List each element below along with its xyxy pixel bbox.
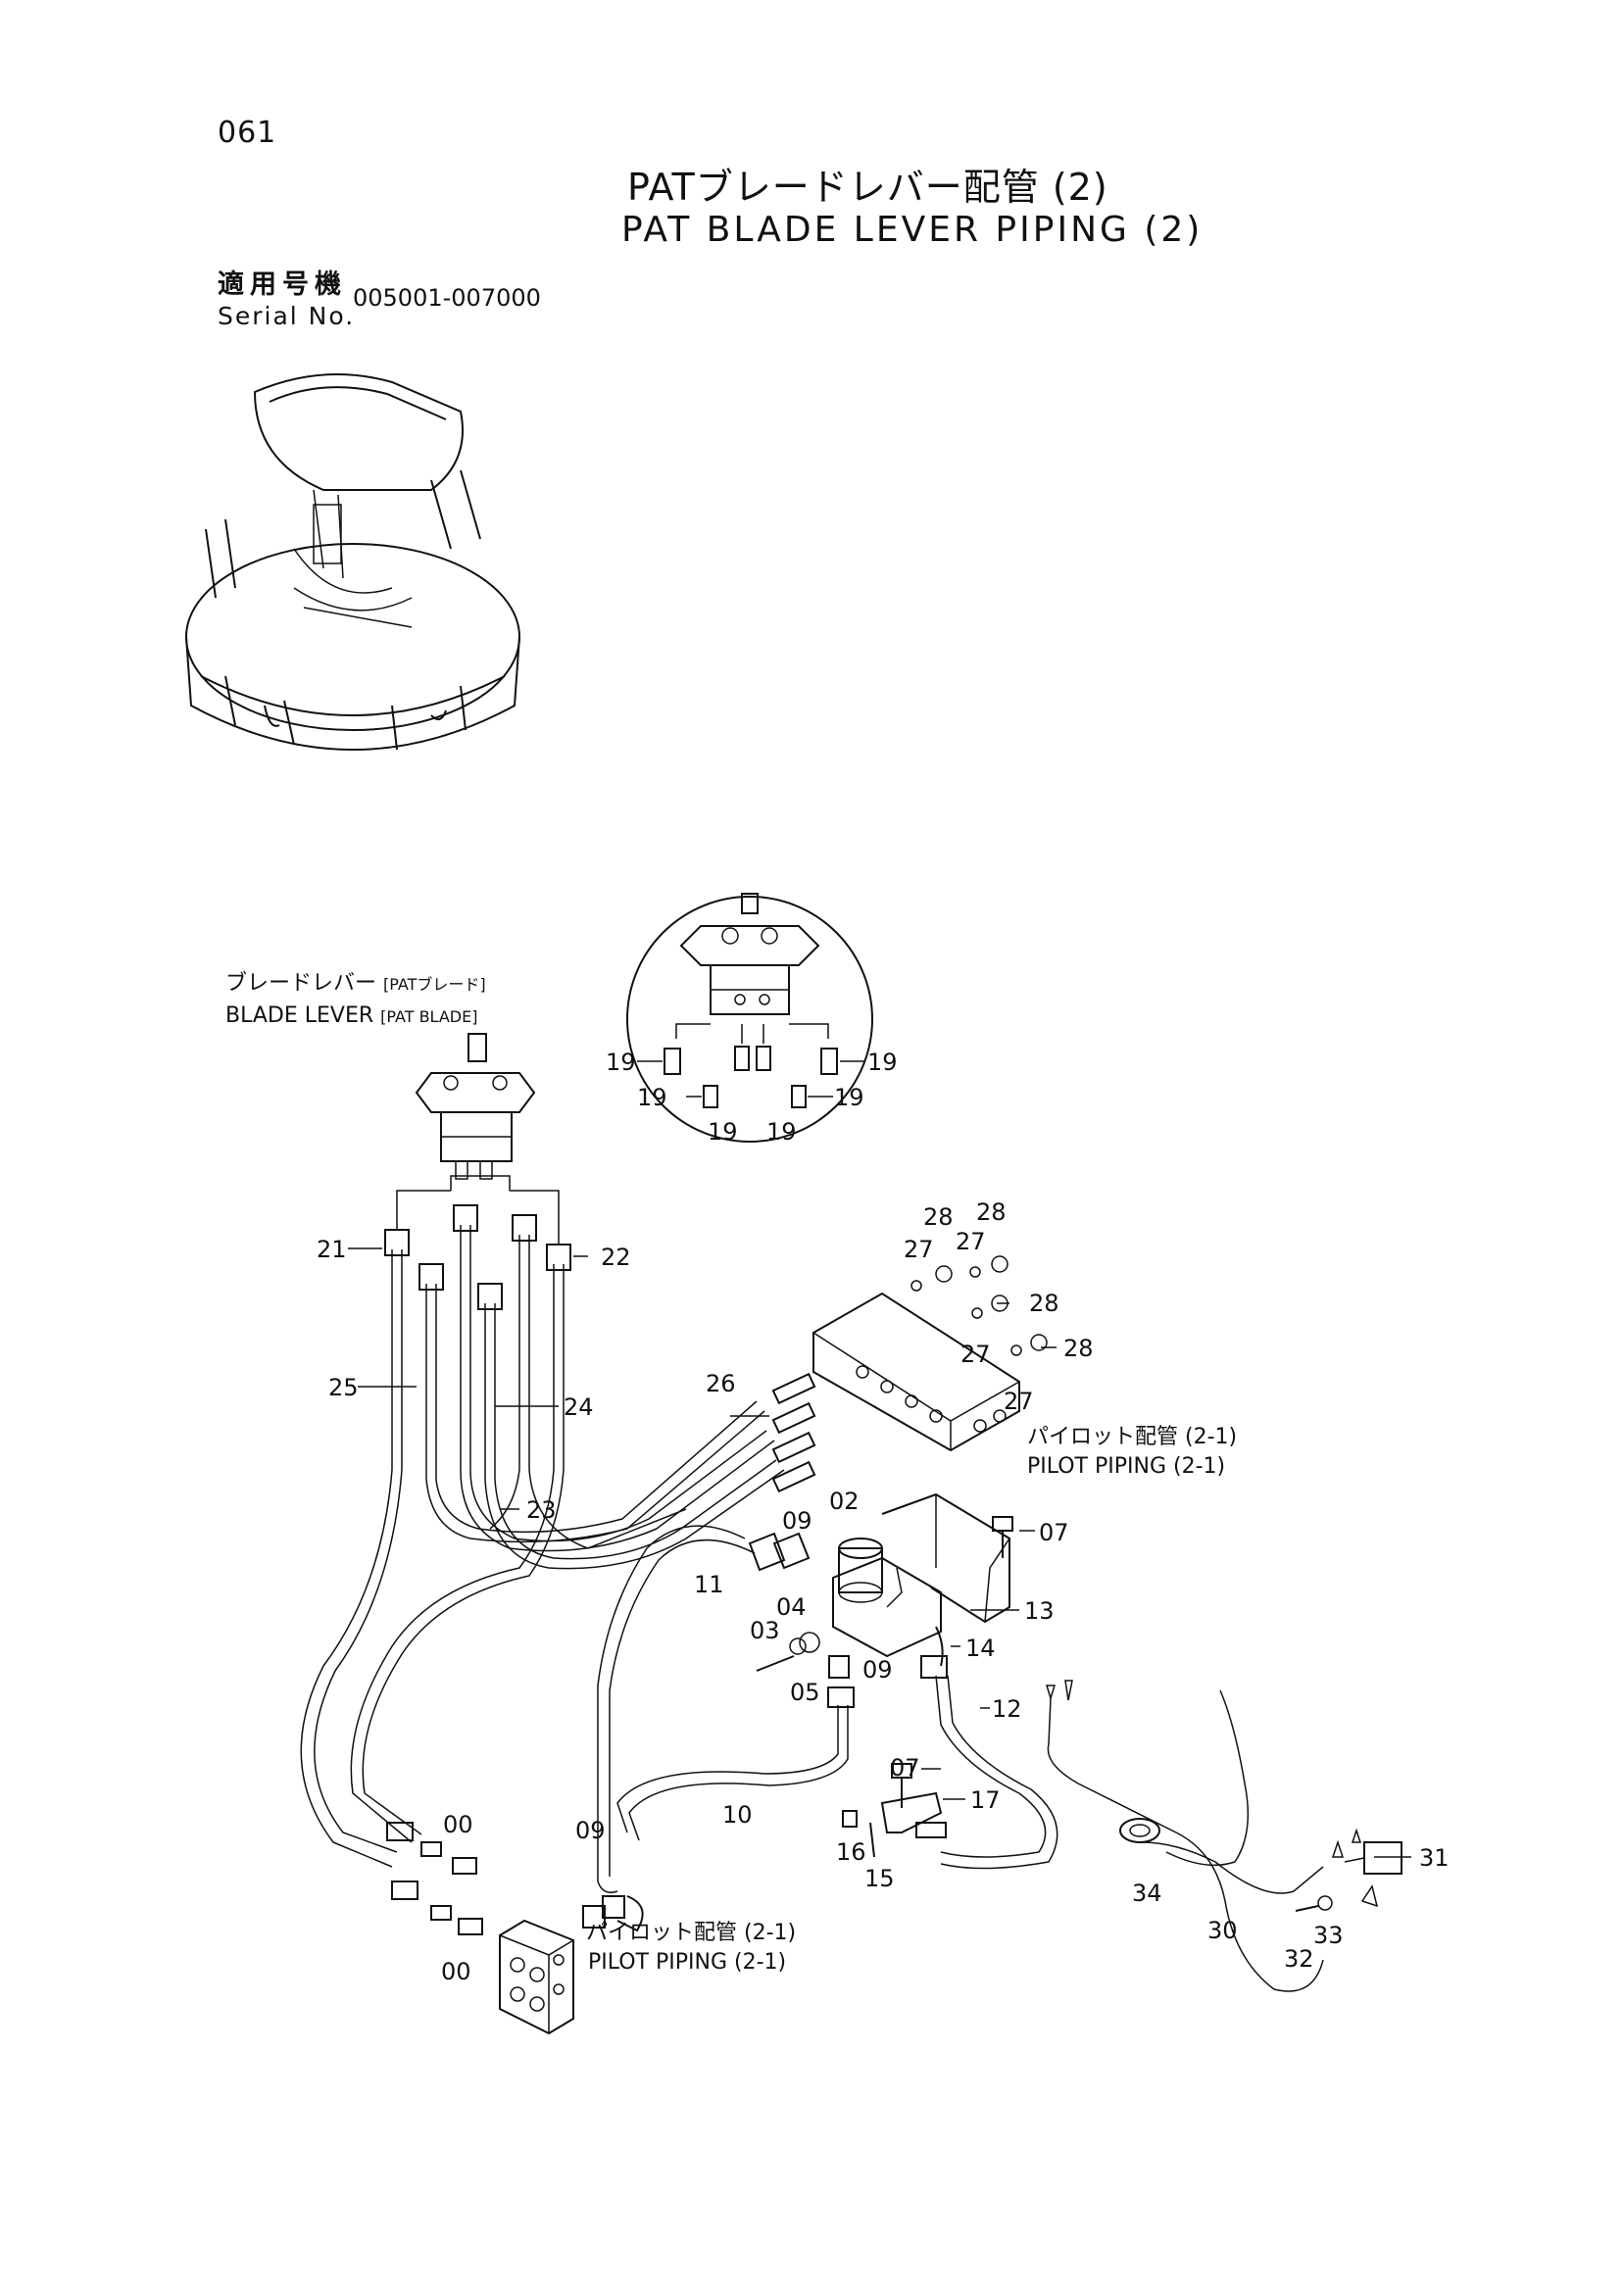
- callout-27: 27: [904, 1236, 934, 1263]
- callout-27: 27: [960, 1341, 991, 1368]
- callout-12: 12: [992, 1695, 1022, 1723]
- blade-lever-label-jp: ブレードレバー [PATブレード]: [225, 965, 486, 997]
- callout-25: 25: [328, 1374, 359, 1401]
- pilot-piping-lower-en: PILOT PIPING (2-1): [588, 1950, 787, 1975]
- solenoid-valve-and-bracket: [748, 1492, 1013, 1679]
- callout-22: 22: [601, 1244, 631, 1271]
- serial-range: 005001-007000: [353, 284, 541, 312]
- serial-label-english: Serial No.: [218, 302, 356, 330]
- callout-15: 15: [864, 1865, 895, 1892]
- serial-label-japanese: 適用号機: [218, 269, 347, 300]
- callout-09: 09: [575, 1817, 606, 1844]
- title-english: PAT BLADE LEVER PIPING (2): [621, 210, 1204, 250]
- callout-30: 30: [1207, 1917, 1238, 1944]
- blade-lever-jp-note: [PATブレード]: [383, 975, 486, 994]
- callout-09: 09: [862, 1656, 893, 1684]
- callout-19: 19: [766, 1118, 797, 1146]
- callout-28: 28: [976, 1198, 1007, 1226]
- pilot-piping-upper-jp: パイロット配管 (2-1): [1027, 1425, 1238, 1449]
- wiring-harness: [1045, 1680, 1402, 1992]
- leader-lines: [348, 1060, 1411, 1858]
- callout-31: 31: [1419, 1844, 1450, 1872]
- excavator-overview-illustration: [185, 373, 520, 751]
- pilot-manifold-upper: [771, 1255, 1048, 1493]
- blade-lever-assembly: [415, 1033, 536, 1180]
- callout-34: 34: [1132, 1880, 1162, 1907]
- callout-27: 27: [1004, 1388, 1034, 1415]
- callout-27: 27: [956, 1228, 986, 1255]
- callout-32: 32: [1284, 1945, 1314, 1973]
- callout-05: 05: [790, 1679, 820, 1706]
- callout-10: 10: [722, 1801, 753, 1829]
- pilot-piping-lower-jp: パイロット配管 (2-1): [586, 1921, 797, 1945]
- callout-07: 07: [890, 1754, 920, 1782]
- callout-04: 04: [776, 1593, 807, 1621]
- callout-19: 19: [867, 1049, 898, 1076]
- detail-circle-lever-bottom: [626, 893, 873, 1143]
- callout-00: 00: [441, 1958, 471, 1985]
- callout-33: 33: [1313, 1922, 1344, 1949]
- callout-14: 14: [965, 1635, 996, 1662]
- callout-28: 28: [1063, 1335, 1094, 1362]
- callout-23: 23: [526, 1496, 557, 1524]
- blade-lever-label-en: BLADE LEVER [PAT BLADE]: [225, 1003, 477, 1028]
- pilot-piping-upper-en: PILOT PIPING (2-1): [1027, 1454, 1226, 1479]
- callout-numbers: 19 19 19 19 19 19 21 22 25 24 23 26 28 2…: [317, 1049, 1450, 1985]
- callout-19: 19: [637, 1084, 667, 1111]
- page-number: 061: [218, 116, 277, 150]
- callout-00: 00: [443, 1811, 473, 1838]
- callout-16: 16: [836, 1838, 866, 1866]
- callout-19: 19: [606, 1049, 636, 1076]
- callout-17: 17: [970, 1786, 1001, 1814]
- callout-28: 28: [1029, 1290, 1059, 1317]
- callout-19: 19: [708, 1118, 738, 1146]
- hoses-21-22-23-24-25: [300, 1175, 785, 1868]
- callout-11: 11: [694, 1571, 724, 1598]
- callout-09: 09: [782, 1507, 812, 1535]
- callout-07: 07: [1039, 1519, 1069, 1546]
- callout-03: 03: [750, 1617, 780, 1644]
- pilot-manifold-lower: [386, 1822, 644, 2035]
- blade-lever-en-note: [PAT BLADE]: [380, 1007, 478, 1026]
- callout-21: 21: [317, 1236, 347, 1263]
- callout-19: 19: [834, 1084, 864, 1111]
- callout-24: 24: [564, 1393, 594, 1421]
- callout-13: 13: [1024, 1597, 1055, 1625]
- callout-02: 02: [829, 1488, 860, 1515]
- title-japanese: PATブレードレバー配管 (2): [627, 166, 1108, 209]
- blade-lever-jp-text: ブレードレバー: [225, 971, 377, 996]
- callout-26: 26: [706, 1370, 736, 1397]
- callout-28: 28: [923, 1203, 954, 1231]
- blade-lever-en-text: BLADE LEVER: [225, 1003, 374, 1028]
- hoses-10-11-12: [597, 1525, 1058, 1893]
